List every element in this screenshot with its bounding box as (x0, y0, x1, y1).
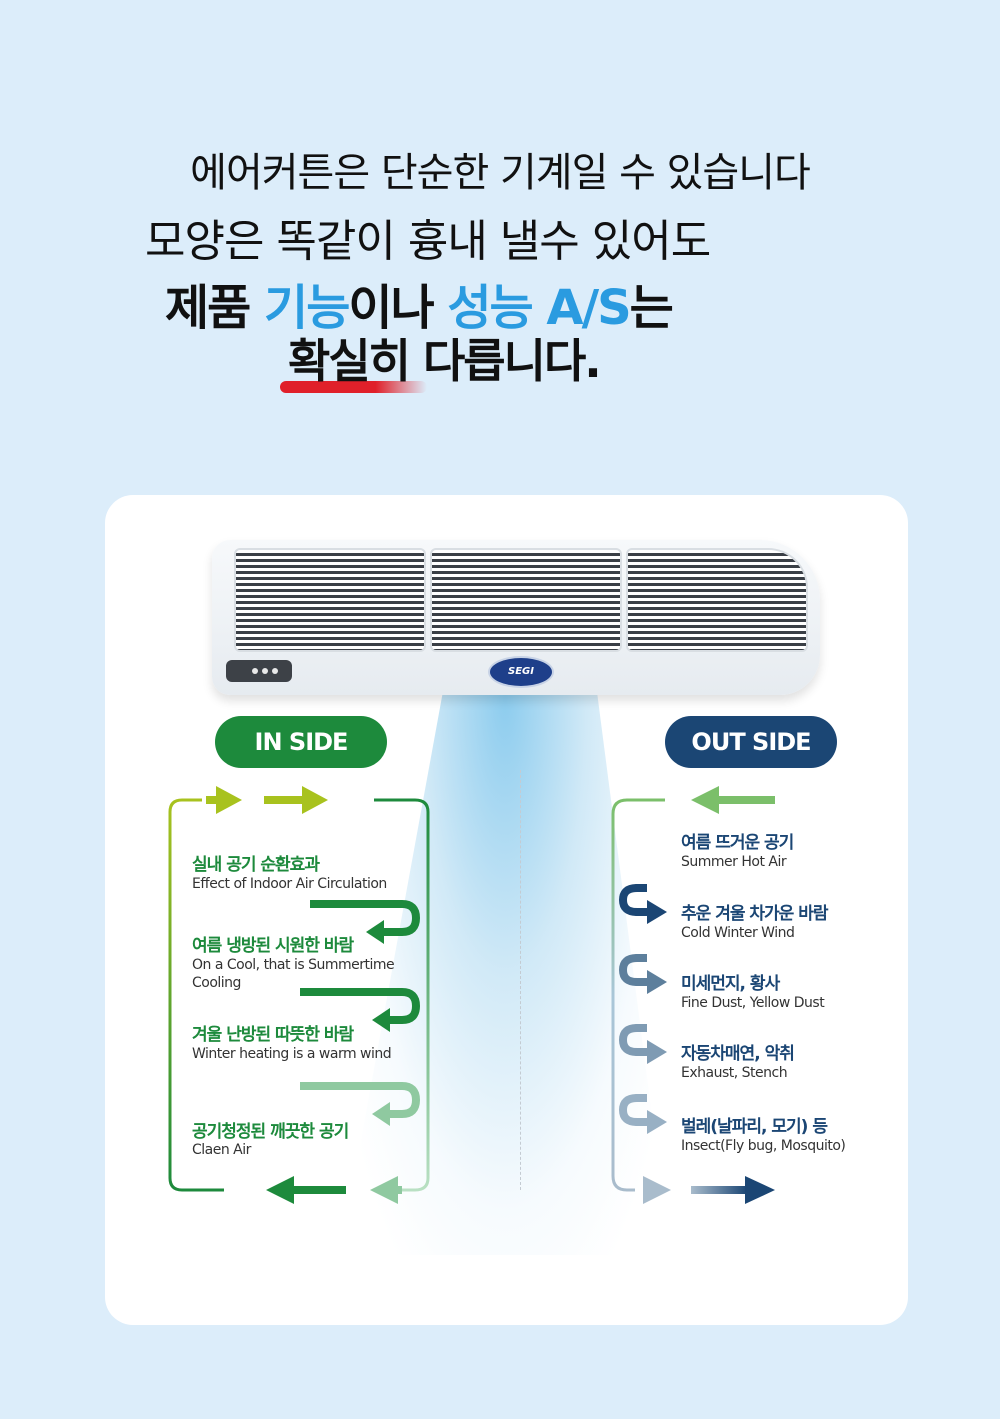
grille-right (626, 548, 808, 652)
inside-label: IN SIDE (215, 716, 387, 768)
u-turn-icon (618, 884, 649, 916)
arrow-right-icon (264, 786, 328, 814)
inside-item-3-desc: Winter heating is a warm wind (192, 1046, 392, 1062)
inside-item-1-title: 실내 공기 순환효과 (192, 855, 320, 875)
control-panel (226, 660, 292, 682)
arrow-right-icon (691, 1176, 775, 1204)
arrow-left-icon (266, 1176, 346, 1204)
u-turn-icon (300, 988, 421, 1024)
arrow-right-icon (206, 786, 242, 814)
outside-blocking-diagram (611, 786, 775, 1204)
outside-item-4-desc: Exhaust, Stench (681, 1065, 788, 1081)
headline-line-2-text: 모양은 똑같이 흉내 낼수 있어도 (145, 216, 711, 267)
outside-item-1-desc: Summer Hot Air (681, 854, 787, 870)
u-turn-icon (310, 900, 421, 936)
arrow-left-icon (691, 786, 775, 814)
outside-item-2-desc: Cold Winter Wind (681, 925, 795, 941)
inside-item-2-desc: On a Cool, that is Summertime Cooling (192, 957, 395, 991)
headline-line-3-e: 는 (629, 280, 674, 336)
outside-item-5-desc: Insect(Fly bug, Mosquito) (681, 1138, 846, 1154)
u-turn-icon (300, 1082, 421, 1118)
headline-line-3-a: 제품 (165, 280, 265, 336)
u-turn-icon (618, 1024, 649, 1056)
brand-logo: SEGI (488, 656, 554, 688)
headline-line-3-d: 성능 A/S (447, 280, 631, 336)
outside-item-4-title: 자동차매연, 악취 (681, 1044, 795, 1064)
inside-circulation-diagram (168, 786, 430, 1204)
inside-item-4-desc: Claen Air (192, 1142, 251, 1158)
outside-label: OUT SIDE (665, 716, 837, 768)
outside-item-3-title: 미세먼지, 황사 (681, 974, 780, 994)
outside-item-5-title: 벌레(날파리, 모기) 등 (681, 1117, 828, 1137)
inside-item-1-desc: Effect of Indoor Air Circulation (192, 876, 387, 892)
headline-line-3-c: 이나 (348, 280, 448, 336)
arrow-right-icon (643, 1176, 671, 1204)
u-turn-icon (618, 954, 649, 986)
headline-line-4-rest: 다릅니다. (408, 334, 602, 388)
outside-item-2-title: 추운 겨울 차가운 바람 (681, 904, 829, 924)
center-divider (520, 770, 521, 1190)
inside-item-2-title: 여름 냉방된 시원한 바람 (192, 936, 354, 956)
outside-item-3-desc: Fine Dust, Yellow Dust (681, 995, 825, 1011)
outside-item-1-title: 여름 뜨거운 공기 (681, 833, 794, 853)
arrow-left-icon (370, 1176, 402, 1204)
headline-line-3-b: 기능 (264, 280, 350, 336)
u-turn-icon (618, 1094, 649, 1126)
headline-line-4-emphasis: 확실히 (280, 325, 427, 393)
inside-item-4-title: 공기청정된 깨끗한 공기 (192, 1122, 349, 1142)
headline-line-1-text: 에어커튼은 단순한 기계일 수 있습니다 (190, 150, 811, 196)
grille-left (234, 548, 426, 652)
air-curtain-unit: SEGI (212, 540, 820, 695)
grille-center (430, 548, 622, 652)
headline-line-1: 에어커튼은 단순한 기계일 수 있습니다 (0, 140, 1000, 198)
inside-item-3-title: 겨울 난방된 따뜻한 바람 (192, 1025, 354, 1045)
